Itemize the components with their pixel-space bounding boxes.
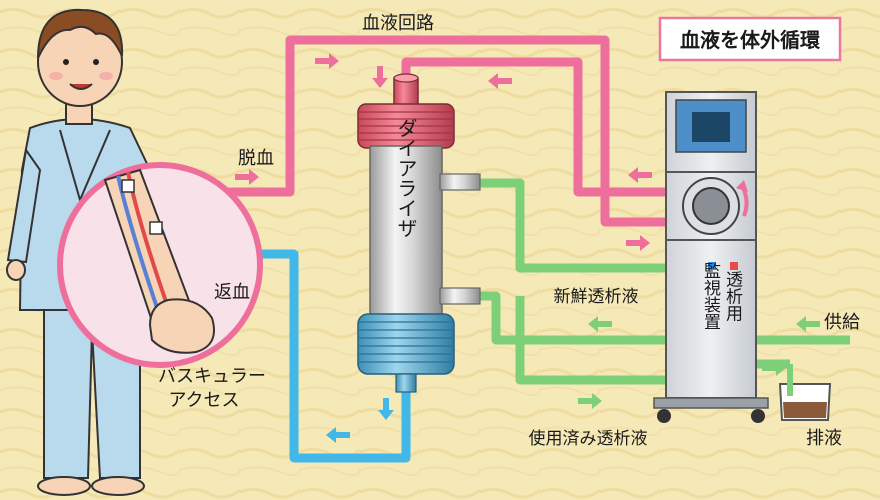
vascular-access-magnifier	[57, 162, 263, 368]
blood-return-label: 返血	[214, 282, 250, 303]
arrow-right-icon	[578, 393, 602, 409]
indicator-light-blue	[708, 262, 716, 270]
dialyzer	[357, 73, 481, 393]
drain-beaker	[778, 363, 832, 421]
blood-return-from-machine-tube	[401, 57, 666, 197]
dialysis-machine	[653, 91, 769, 423]
monitor-label-col2: 監視装置	[700, 262, 721, 330]
extracorporeal-circulation-title: 血液を体外循環	[680, 28, 821, 52]
arrow-down-icon	[372, 66, 388, 88]
fresh-dialysate-label: 新鮮透析液	[554, 287, 639, 307]
title-box	[658, 16, 842, 62]
needle-icon	[121, 179, 135, 193]
arrow-left-icon	[628, 167, 652, 183]
arrow-left-icon	[796, 316, 820, 332]
flow-arrows	[214, 53, 820, 443]
vascular-access-label-line1: バスキュラー	[158, 366, 266, 387]
arrow-left-icon	[588, 316, 612, 332]
monitor-label-col1: 透析用	[722, 270, 743, 322]
vascular-access-label-line2: アクセス	[168, 390, 239, 411]
arrow-right-icon	[626, 235, 650, 251]
blood-removal-label: 脱血	[238, 148, 274, 169]
used-dialysate-label: 使用済み透析液	[529, 428, 648, 449]
arrow-down-icon	[378, 398, 394, 420]
blood-circuit-label: 血液回路	[362, 13, 434, 34]
drainage-label: 排液	[806, 428, 842, 449]
arrow-left-icon	[488, 73, 512, 89]
arrow-right-icon	[762, 360, 786, 376]
supply-label: 供給	[824, 312, 860, 333]
arrow-left-icon	[326, 427, 350, 443]
needle-icon	[149, 221, 163, 235]
indicator-light-red	[730, 262, 738, 270]
arrow-right-icon	[315, 53, 339, 69]
arrow-right-icon	[235, 169, 259, 185]
blood-removal-tube	[150, 35, 666, 227]
dialyzer-label: ダイアライザ	[394, 118, 418, 238]
